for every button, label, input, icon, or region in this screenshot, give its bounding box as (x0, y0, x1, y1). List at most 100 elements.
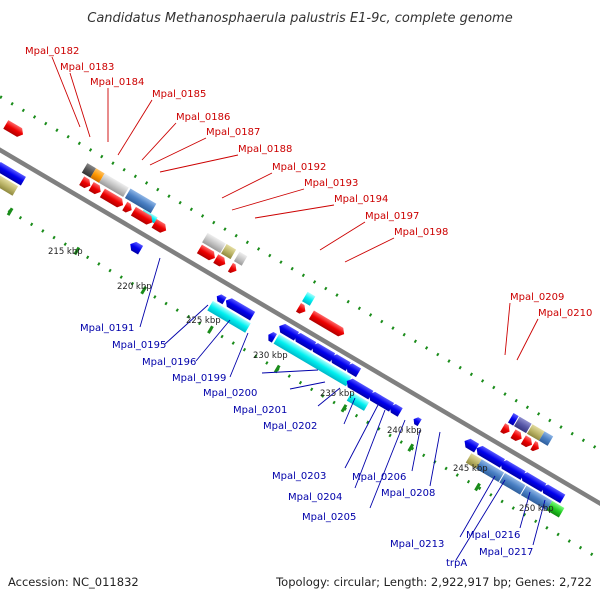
forward-leader-lines (51, 56, 539, 361)
gene-label-fwd[interactable]: Mpal_0198 (394, 227, 448, 238)
leader-line (344, 404, 379, 469)
feature-rev (225, 298, 256, 321)
gene-label-rev[interactable]: Mpal_0191 (80, 323, 134, 334)
leader-line (159, 154, 239, 173)
kbp-label: 245 kbp (453, 464, 488, 474)
gene-label-rev[interactable]: Mpal_0208 (381, 488, 435, 499)
leader-line (254, 204, 335, 219)
kbp-label: 250 kbp (519, 504, 554, 514)
feature-rev (0, 162, 26, 186)
kbp-label: 240 kbp (387, 426, 422, 436)
gene-label-fwd[interactable]: Mpal_0186 (176, 112, 230, 123)
feature-rev (330, 354, 351, 372)
feature-fwd (302, 291, 316, 306)
feature-rev (500, 460, 526, 480)
gene-label-fwd[interactable]: Mpal_0184 (90, 77, 144, 88)
gene-label-fwd[interactable]: Mpal_0193 (304, 178, 358, 189)
gene-label-fwd[interactable]: Mpal_0210 (538, 308, 592, 319)
feature-rev (0, 165, 19, 196)
feature-fwd (151, 219, 167, 233)
gene-label-rev[interactable]: Mpal_0217 (479, 547, 533, 558)
feature-rev (273, 334, 352, 387)
gene-label-rev[interactable]: trpA (446, 558, 467, 569)
feature-fwd (81, 163, 97, 178)
gene-label-rev[interactable]: Mpal_0216 (466, 530, 520, 541)
kbp-tick (474, 482, 481, 492)
feature-fwd (221, 244, 237, 260)
kbp-tick (73, 246, 81, 256)
feature-fwd (530, 440, 539, 452)
leader-line (141, 122, 177, 161)
gene-label-rev[interactable]: Mpal_0204 (288, 492, 342, 503)
leader-line (117, 99, 153, 156)
leader-line (354, 409, 386, 489)
feature-rev (476, 459, 505, 482)
gene-label-rev[interactable]: Mpal_0203 (272, 471, 326, 482)
leader-line (429, 431, 441, 487)
feature-rev (520, 485, 553, 511)
feature-rev (369, 391, 395, 412)
gene-label-rev[interactable]: Mpal_0206 (352, 472, 406, 483)
feature-fwd (3, 120, 24, 137)
feature-rev (130, 241, 144, 255)
leader-line (289, 381, 326, 390)
forward-strand-features (3, 120, 554, 452)
gene-label-rev[interactable]: Mpal_0200 (203, 388, 257, 399)
feature-fwd (514, 416, 532, 434)
kbp-tick (273, 364, 281, 374)
gene-label-rev[interactable]: Mpal_0201 (233, 405, 287, 416)
gene-label-rev[interactable]: Mpal_0202 (263, 421, 317, 432)
feature-fwd (196, 244, 215, 261)
kbp-label: 215 kbp (48, 247, 83, 257)
feature-rev (207, 300, 251, 333)
kbp-ticks (6, 207, 481, 492)
leader-line (149, 137, 207, 166)
gene-label-fwd[interactable]: Mpal_0192 (272, 162, 326, 173)
gene-label-rev[interactable]: Mpal_0205 (302, 512, 356, 523)
feature-fwd (500, 423, 510, 434)
gene-label-fwd[interactable]: Mpal_0197 (365, 211, 419, 222)
feature-rev (346, 378, 374, 400)
reverse-leader-lines (139, 257, 546, 561)
feature-rev (279, 323, 300, 341)
gene-label-fwd[interactable]: Mpal_0185 (152, 89, 206, 100)
feature-rev (312, 343, 336, 362)
gene-label-fwd[interactable]: Mpal_0209 (510, 292, 564, 303)
feature-fwd (90, 168, 105, 183)
kbp-label: 220 kbp (117, 282, 152, 292)
kbp-label: 230 kbp (253, 351, 288, 361)
feature-rev (413, 417, 422, 427)
feature-fwd (510, 429, 522, 441)
leader-line (411, 429, 421, 472)
gene-label-rev[interactable]: Mpal_0195 (112, 340, 166, 351)
gene-label-rev[interactable]: Mpal_0199 (172, 373, 226, 384)
leader-line (139, 257, 161, 328)
gene-label-fwd[interactable]: Mpal_0183 (60, 62, 114, 73)
gene-label-fwd[interactable]: Mpal_0187 (206, 127, 260, 138)
feature-rev (346, 363, 362, 378)
feature-fwd (130, 206, 153, 225)
gene-label-fwd[interactable]: Mpal_0182 (25, 46, 79, 57)
outer-dotted-track (0, 88, 600, 478)
feature-fwd (233, 251, 248, 266)
feature-fwd (526, 424, 545, 441)
gene-label-rev[interactable]: Mpal_0213 (390, 539, 444, 550)
leader-line (319, 221, 366, 251)
map-title: Candidatus Methanosphaerula palustris E1… (87, 11, 512, 26)
feature-rev (476, 445, 506, 468)
leader-line (504, 302, 511, 356)
gene-label-rev[interactable]: Mpal_0196 (142, 357, 196, 368)
accession-text: Accession: NC_011832 (8, 575, 139, 589)
kbp-tick (340, 404, 348, 413)
leader-line (455, 479, 506, 561)
leader-line (317, 387, 341, 407)
feature-fwd (295, 302, 306, 314)
feature-rev (542, 484, 566, 504)
kbp-labels: 215 kbp 220 kbp 225 kbp 230 kbp 235 kbp … (48, 247, 554, 514)
forward-gene-labels: Mpal_0182 Mpal_0183 Mpal_0184 Mpal_0185 … (25, 46, 592, 319)
leader-line (51, 56, 81, 128)
gene-label-fwd[interactable]: Mpal_0188 (238, 144, 292, 155)
gene-label-fwd[interactable]: Mpal_0194 (334, 194, 388, 205)
reverse-strand-features (0, 162, 566, 518)
